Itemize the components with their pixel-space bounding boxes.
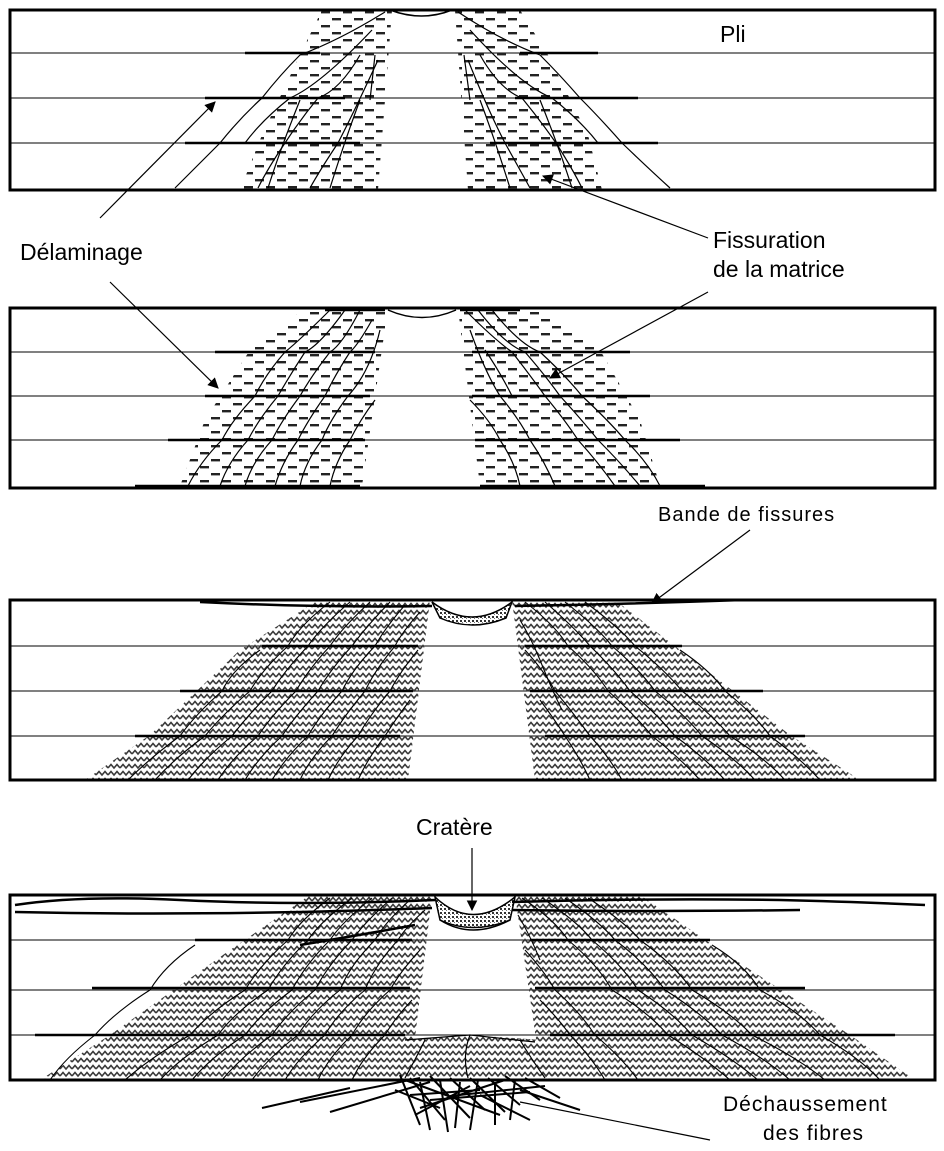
arrow-bande [651, 529, 751, 604]
delamination-lines [14, 897, 926, 1037]
indentation [387, 309, 457, 319]
label-dechaussement-2: des fibres [763, 1122, 864, 1145]
arrow-fissuration-1 [541, 174, 709, 239]
label-delaminage: Délaminage [20, 239, 143, 265]
damage-zone-right [455, 10, 602, 190]
matrix-cracks [187, 309, 661, 487]
stage-3 [8, 598, 937, 782]
stage-1 [8, 8, 937, 192]
delamination-lines [135, 308, 705, 488]
laminate-frame [8, 306, 937, 490]
arrow-fissuration-2 [549, 291, 709, 379]
matrix-cracks [174, 11, 671, 189]
fiber-pullout [261, 1074, 581, 1133]
crater-outline [439, 919, 511, 931]
label-dechaussement-1: Déchaussement [723, 1093, 888, 1116]
crater [431, 599, 514, 626]
indentation [389, 9, 453, 17]
ply-lines [10, 645, 935, 737]
stage-2 [8, 306, 937, 490]
delamination-lines [185, 51, 658, 145]
plug-zone [392, 1035, 560, 1080]
arrow-delaminage-2 [109, 281, 219, 389]
label-cratere: Cratère [416, 814, 493, 840]
label-fissuration-1: Fissuration [713, 227, 825, 253]
label-fissuration-2: de la matrice [713, 256, 845, 282]
crater [433, 894, 517, 929]
label-pli: Pli [720, 21, 746, 47]
arrow-delaminage-1 [99, 101, 216, 219]
laminate-frame [8, 8, 937, 192]
leader-dechaussement [519, 1101, 711, 1141]
stage-4 [8, 893, 937, 1133]
matrix-cracks [127, 601, 821, 781]
label-bande: Bande de fissures [658, 504, 835, 526]
annotation-arrows [99, 101, 751, 1141]
laminate-frame [8, 598, 937, 782]
matrix-cracks [49, 897, 881, 1081]
